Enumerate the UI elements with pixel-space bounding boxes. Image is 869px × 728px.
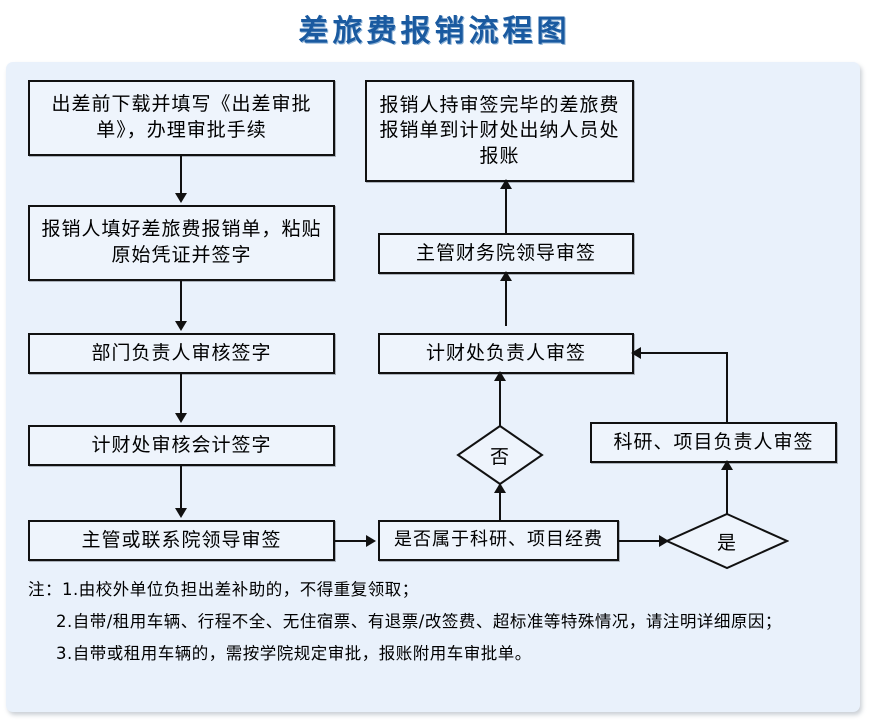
edge-n5-n6 bbox=[335, 540, 368, 542]
edge-decision-yes-n10 bbox=[726, 463, 728, 515]
node-cashier-settlement[interactable]: 报销人持审签完毕的差旅费报销单到计财处出纳人员处报账 bbox=[365, 80, 634, 182]
flowchart-panel: 出差前下载并填写《出差审批单》，办理审批手续 报销人填好差旅费报销单，粘贴原始凭… bbox=[6, 62, 860, 712]
node-travel-approval-form[interactable]: 出差前下载并填写《出差审批单》，办理审批手续 bbox=[28, 80, 335, 156]
arrowhead-down bbox=[175, 508, 187, 518]
page-title: 差旅费报销流程图 bbox=[298, 14, 571, 49]
node-project-leader-sign[interactable]: 科研、项目负责人审签 bbox=[590, 422, 837, 463]
arrowhead-right bbox=[659, 535, 669, 547]
node-label: 计财处负责人审签 bbox=[425, 341, 586, 364]
node-finance-vice-president-sign[interactable]: 主管财务院领导审签 bbox=[378, 233, 634, 274]
arrowhead-up bbox=[500, 179, 512, 189]
edge-n1-n2 bbox=[180, 156, 182, 195]
note-line-3: 3.自带或租用车辆的，需按学院规定审批，报账附用车审批单。 bbox=[56, 644, 532, 664]
edge-n3-n4 bbox=[180, 374, 182, 415]
node-label: 报销人填好差旅费报销单，粘贴原始凭证并签字 bbox=[41, 218, 322, 266]
notes-block: 注：1.由校外单位负担出差补助的，不得重复领取； 2.自带/租用车辆、行程不全、… bbox=[28, 574, 840, 671]
node-label: 主管财务院领导审签 bbox=[415, 241, 596, 264]
arrowhead-up bbox=[721, 460, 733, 470]
decision-yes[interactable]: 是 bbox=[665, 512, 789, 570]
arrowhead-down bbox=[175, 413, 187, 423]
node-finance-accountant-sign[interactable]: 计财处审核会计签字 bbox=[28, 425, 335, 466]
node-label: 计财处审核会计签字 bbox=[91, 433, 272, 456]
node-department-head-sign[interactable]: 部门负责人审核签字 bbox=[28, 333, 335, 374]
node-finance-office-head-sign[interactable]: 计财处负责人审签 bbox=[378, 333, 634, 374]
node-label: 主管或联系院领导审签 bbox=[81, 528, 282, 551]
edge-n6-decision-yes bbox=[619, 540, 669, 542]
diamond-shape-icon bbox=[665, 512, 789, 570]
arrowhead-up bbox=[500, 271, 512, 281]
node-supervising-leader-sign[interactable]: 主管或联系院领导审签 bbox=[28, 520, 335, 561]
decision-no[interactable]: 否 bbox=[456, 424, 544, 486]
arrowhead-down bbox=[175, 193, 187, 203]
arrowhead-down bbox=[175, 321, 187, 331]
edge-n6-decision-no bbox=[499, 486, 501, 522]
arrowhead-up bbox=[494, 483, 506, 493]
note-line-2: 2.自带/租用车辆、行程不全、无住宿票、有退票/改签费、超标准等特殊情况，请注明… bbox=[56, 612, 782, 632]
arrowhead-right bbox=[366, 535, 376, 547]
arrowhead-up bbox=[494, 371, 506, 381]
edge-n10-n7 bbox=[640, 352, 728, 354]
edge-n10-riser bbox=[726, 352, 728, 424]
node-fill-reimbursement-form[interactable]: 报销人填好差旅费报销单，粘贴原始凭证并签字 bbox=[28, 205, 335, 281]
edge-decision-no-n7 bbox=[499, 374, 501, 426]
edge-n8-n9 bbox=[505, 182, 507, 234]
node-label: 部门负责人审核签字 bbox=[91, 341, 272, 364]
edge-n2-n3 bbox=[180, 281, 182, 323]
node-is-project-funding[interactable]: 是否属于科研、项目经费 bbox=[378, 520, 619, 561]
arrowhead-left bbox=[631, 347, 641, 359]
decision-yes-label: 是 bbox=[716, 531, 737, 554]
edge-n7-n8 bbox=[505, 274, 507, 326]
node-label: 出差前下载并填写《出差审批单》，办理审批手续 bbox=[51, 93, 312, 141]
node-label: 报销人持审签完毕的差旅费报销单到计财处出纳人员处报账 bbox=[379, 93, 620, 167]
node-label: 科研、项目负责人审签 bbox=[613, 430, 814, 453]
decision-no-label: 否 bbox=[489, 445, 510, 468]
node-label: 是否属于科研、项目经费 bbox=[394, 529, 603, 551]
edge-n4-n5 bbox=[180, 466, 182, 510]
note-line-1: 注：1.由校外单位负担出差补助的，不得重复领取； bbox=[28, 580, 419, 599]
